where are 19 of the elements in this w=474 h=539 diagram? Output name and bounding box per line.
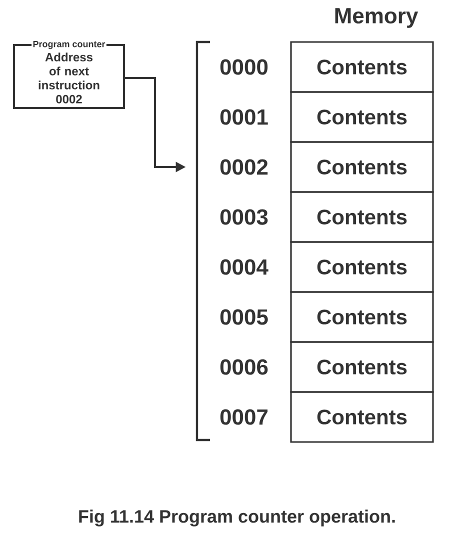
memory-cell: Contents	[290, 291, 434, 343]
memory-cell: Contents	[290, 91, 434, 143]
memory-cell: Contents	[290, 41, 434, 93]
address-label: 0006	[220, 359, 268, 375]
caption: Fig 11.14 Program counter operation.	[79, 510, 395, 526]
memory-cell: Contents	[290, 391, 434, 443]
title: Memory	[335, 8, 418, 28]
address-label: 0007	[220, 409, 268, 425]
address-label: 0003	[220, 209, 268, 225]
memory-cell: Contents	[290, 191, 434, 243]
address-label: 0002	[220, 159, 268, 175]
address-label: 0001	[220, 109, 268, 125]
memory-cell: Contents	[290, 141, 434, 193]
address-label: 0005	[220, 309, 268, 325]
address-label: 0000	[220, 59, 268, 75]
memory-cell: Contents	[290, 241, 434, 293]
box-heading: Program counter	[33, 40, 106, 50]
address-label: 0004	[220, 259, 268, 275]
memory-cell: Contents	[290, 341, 434, 393]
